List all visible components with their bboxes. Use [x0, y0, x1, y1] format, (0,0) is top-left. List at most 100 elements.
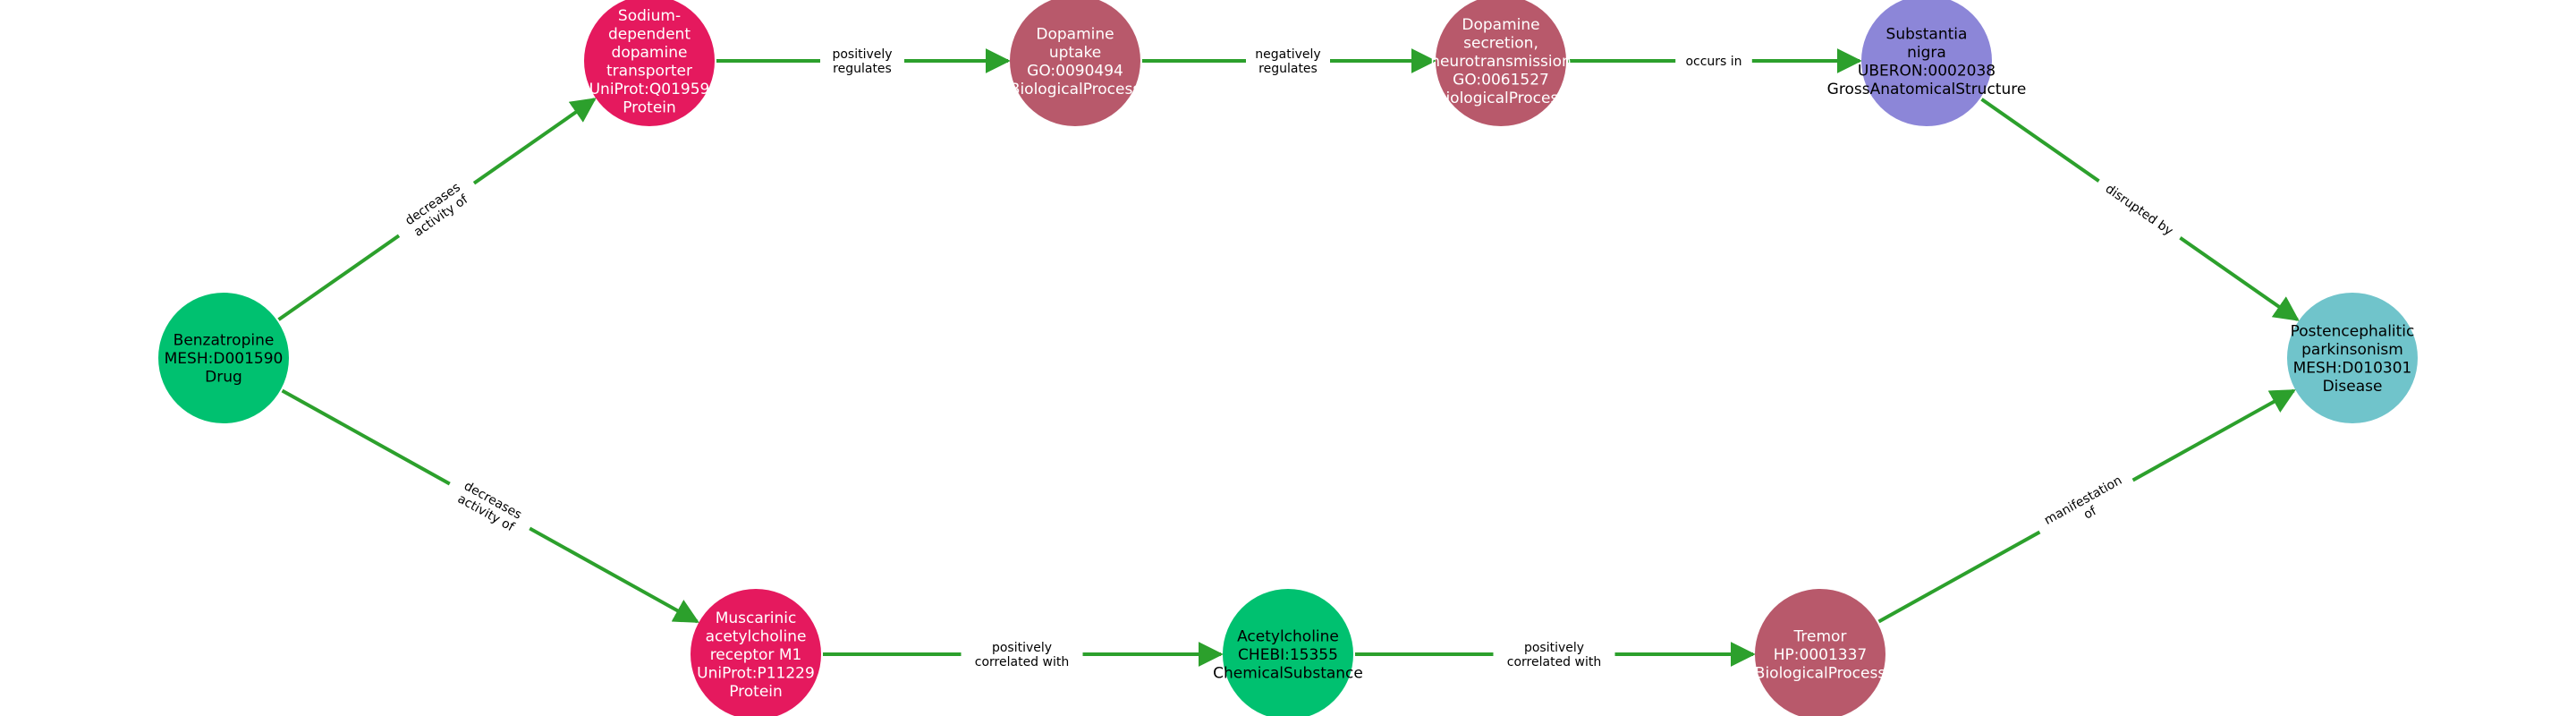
node-label-line: UBERON:0002038	[1858, 62, 1996, 80]
edge-label: occurs in	[1675, 52, 1752, 70]
node-label-line: UniProt:Q01959	[589, 81, 710, 98]
node-label-line: receptor M1	[710, 646, 802, 664]
edge-label: disrupted by	[2093, 174, 2186, 245]
edge-label: manifestationof	[2031, 465, 2141, 547]
node-circle[interactable]	[2287, 293, 2418, 423]
edge-label-line: regulates	[1258, 62, 1318, 76]
node-circle[interactable]	[158, 293, 289, 423]
node-label-line: Protein	[729, 683, 783, 701]
edge-label-line: disrupted by	[2103, 182, 2175, 239]
node-label-line: acetylcholine	[706, 628, 807, 646]
edge-label-background	[1675, 52, 1752, 70]
node-circle[interactable]	[584, 0, 715, 126]
edge-label-text: occurs in	[1685, 55, 1741, 69]
node-label-line: BiologicalProcess	[1010, 81, 1141, 98]
node-label-line: transporter	[606, 62, 692, 80]
node-circle[interactable]	[1755, 589, 1885, 716]
node-label-line: Benzatropine	[174, 332, 275, 350]
node-circle[interactable]	[1223, 589, 1353, 716]
node-label-line: Postencephalitic	[2291, 322, 2415, 340]
node-label-line: MESH:D001590	[165, 350, 284, 368]
edge-label: decreasesactivity of	[442, 469, 538, 543]
node-label-line: Protein	[623, 98, 676, 116]
edge-label-line: occurs in	[1685, 55, 1741, 69]
edge-label-line: positively	[1524, 641, 1584, 655]
node-label-line: dopamine	[612, 44, 688, 62]
node-label-line: GrossAnatomicalStructure	[1827, 81, 2027, 98]
node-label-line: Drug	[205, 369, 242, 387]
edges-layer	[277, 48, 2300, 667]
edge-label-line: positively	[832, 47, 892, 62]
node-label-line: Muscarinic	[716, 609, 797, 627]
node-label-line: ChemicalSubstance	[1213, 665, 1363, 683]
edge-label-background	[961, 638, 1083, 670]
node-circle[interactable]	[1436, 0, 1566, 126]
node-label-line: BiologicalProcess	[1436, 90, 1567, 107]
edge-label-background	[2093, 174, 2186, 245]
edge-label-line: positively	[992, 641, 1052, 655]
node-label-line: Disease	[2323, 378, 2383, 396]
node-label-line: neurotransmission	[1430, 53, 1572, 71]
node-label-line: Tremor	[1793, 628, 1847, 646]
edge-label-background	[2031, 465, 2141, 547]
edge-label-line: correlated with	[975, 655, 1069, 669]
edge-label-background	[820, 45, 904, 77]
node-label-line: Substantia	[1886, 25, 1968, 43]
edge-label-line: correlated with	[1507, 655, 1601, 669]
node-label-line: Dopamine	[1462, 16, 1539, 34]
edge-label-line: regulates	[833, 62, 892, 76]
node-label-line: HP:0001337	[1774, 646, 1867, 664]
node-label-line: CHEBI:15355	[1238, 646, 1338, 664]
node-label-line: GO:0061527	[1453, 72, 1549, 90]
node-label-line: UniProt:P11229	[697, 665, 815, 683]
node-label-line: uptake	[1049, 44, 1101, 62]
edge-label-text: decreasesactivity of	[454, 479, 524, 535]
node-circle[interactable]	[691, 589, 821, 716]
node-label-line: BiologicalProcess	[1755, 665, 1886, 683]
node-label-line: dependent	[608, 25, 691, 43]
node-label-line: Acetylcholine	[1237, 628, 1339, 646]
edge-label-background	[442, 469, 538, 543]
edge-label-background	[389, 169, 484, 250]
node-label-line: GO:0090494	[1027, 62, 1123, 80]
node-circle[interactable]	[1010, 0, 1140, 126]
node-label-line: Dopamine	[1036, 25, 1114, 43]
node-label-line: MESH:D010301	[2293, 359, 2412, 377]
node-label-line: parkinsonism	[2301, 341, 2403, 359]
edge-label-background	[1493, 638, 1615, 670]
node-circle[interactable]	[1861, 0, 1992, 126]
edge-label: decreasesactivity of	[389, 169, 484, 250]
edge-label-text: disrupted by	[2103, 182, 2175, 239]
edge-label-background	[1246, 45, 1330, 77]
node-label-line: Sodium-	[618, 7, 681, 25]
node-label-line: nigra	[1907, 44, 1946, 62]
